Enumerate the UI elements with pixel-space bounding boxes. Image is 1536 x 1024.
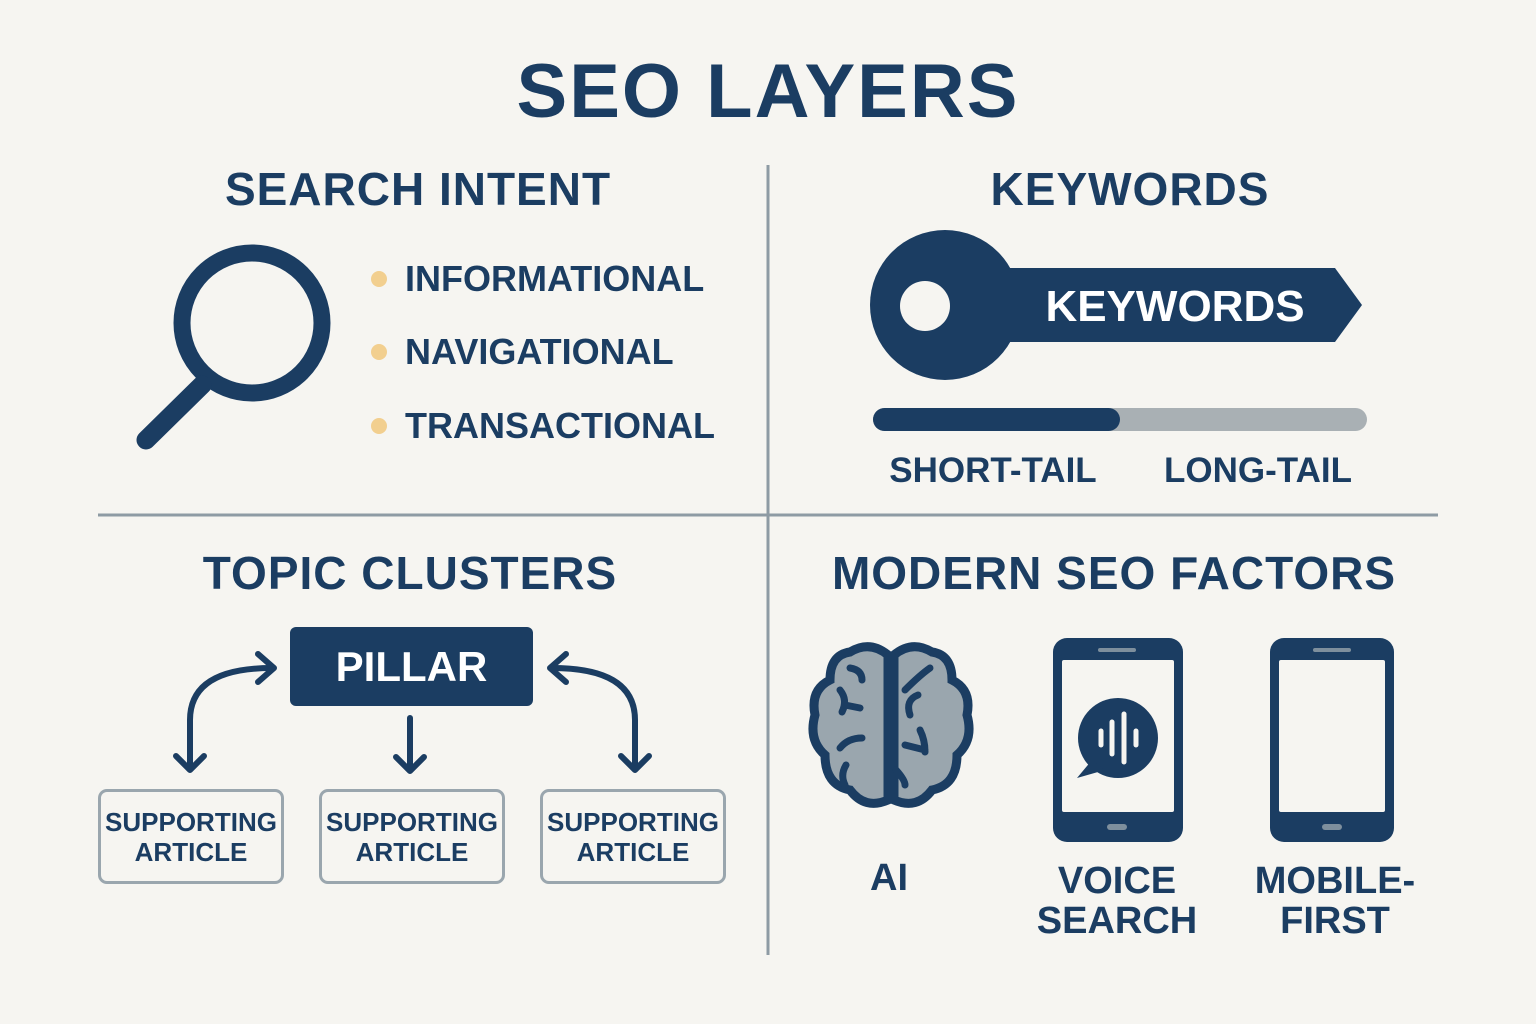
cluster-arrows [173,651,652,774]
page-title: SEO LAYERS [516,49,1020,134]
intent-item: INFORMATIONAL [371,258,704,300]
tail-scale-bar [873,408,1367,431]
intent-item: NAVIGATIONAL [371,331,674,373]
modern-factors-heading: MODERN SEO FACTORS [831,547,1397,599]
ai-label: AI [870,857,908,899]
intent-item: TRANSACTIONAL [371,405,715,447]
bullet-icon [371,344,387,360]
magnifier-icon [136,244,331,450]
mobile-phone-icon [1270,638,1394,842]
long-tail-label: LONG-TAIL [1164,451,1352,490]
search-intent-heading: SEARCH INTENT [224,163,612,215]
bullet-icon [371,418,387,434]
pillar-box: PILLAR [290,627,533,706]
topic-clusters-heading: TOPIC CLUSTERS [202,547,618,599]
bullet-icon [371,271,387,287]
short-tail-label: SHORT-TAIL [889,451,1097,490]
keywords-heading: KEYWORDS [990,163,1270,215]
brain-icon [808,642,974,808]
key-label: KEYWORDS [1045,282,1305,331]
voice-phone-icon [1053,638,1183,842]
waveform-icon [1098,711,1139,765]
key-icon [870,230,1362,380]
mobile-first-label: MOBILE-FIRST [1254,860,1416,942]
